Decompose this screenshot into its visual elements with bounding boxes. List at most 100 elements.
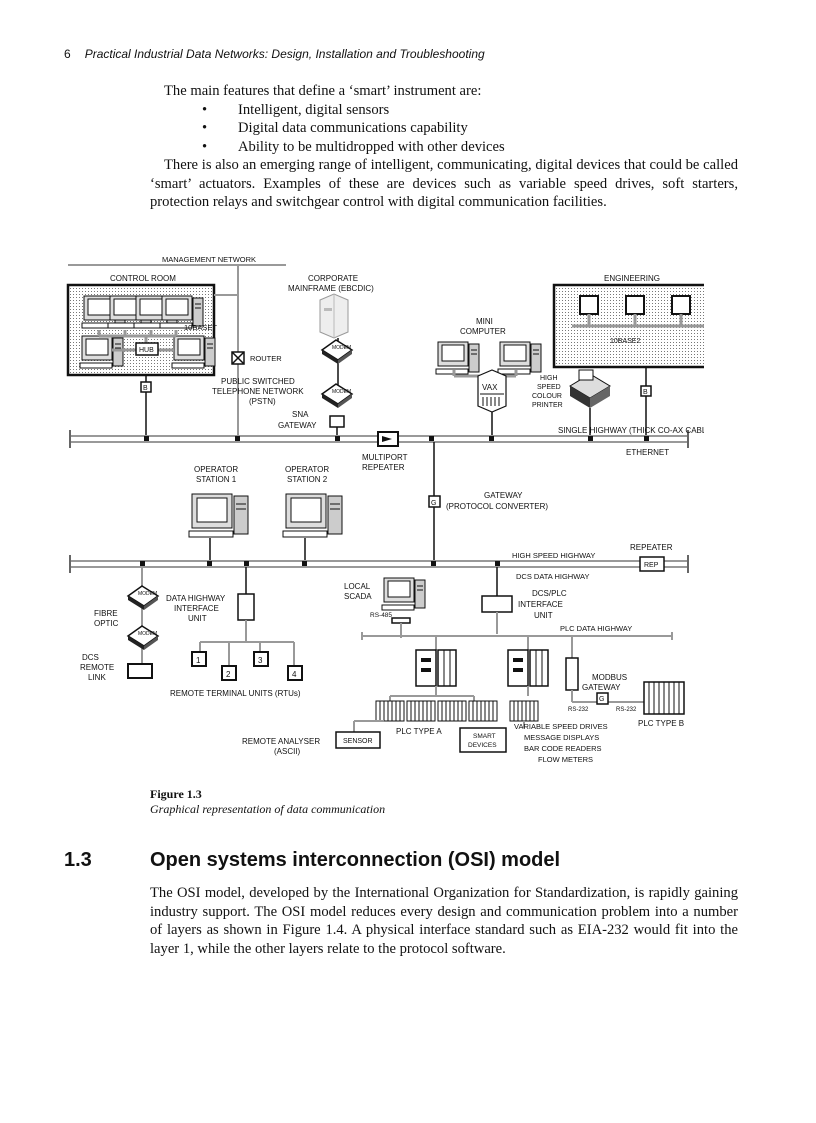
printer-label-1: HIGH <box>540 375 558 382</box>
modem-label: MODEM <box>332 389 351 395</box>
analyser-label-2: (ASCII) <box>274 747 301 756</box>
rs485-label: RS-485 <box>370 612 392 619</box>
rep-label: REP <box>644 562 659 569</box>
modbus-gateway-box <box>565 657 579 691</box>
gateway-label-2: (PROTOCOL CONVERTER) <box>446 502 548 511</box>
analyser-label-1: REMOTE ANALYSER <box>242 737 320 746</box>
msg-label: MESSAGE DISPLAYS <box>524 733 599 742</box>
corporate-label-1: CORPORATE <box>308 274 358 283</box>
pstn-label-1: PUBLIC SWITCHED <box>221 377 295 386</box>
pstn-label-3: (PSTN) <box>249 397 276 406</box>
local-scada-label-2: SCADA <box>344 592 372 601</box>
book-title: Practical Industrial Data Networks: Desi… <box>84 47 485 61</box>
fibre-label-1: FIBRE <box>94 609 118 618</box>
repeater-label: REPEATER <box>630 543 673 552</box>
operator1-label-2: STATION 1 <box>196 475 237 484</box>
dcsplc-label-3: UNIT <box>534 611 553 620</box>
router-label: ROUTER <box>250 354 282 363</box>
dhiu-label-2: INTERFACE <box>174 604 219 613</box>
feature-list: Intelligent, digital sensors Digital dat… <box>150 101 738 157</box>
rs232-a-label: RS-232 <box>568 707 589 713</box>
caption-number: Figure 1.3 <box>150 787 202 801</box>
plc-a-label: PLC TYPE A <box>396 727 442 736</box>
printer-label-3: COLOUR <box>532 393 562 400</box>
gateway-g-label: G <box>431 500 436 507</box>
single-highway-label: SINGLE HIGHWAY (THICK CO-AX CABLE) <box>558 426 704 435</box>
dcs-remote-label-3: LINK <box>88 673 106 682</box>
intro-lead: The main features that define a ‘smart’ … <box>164 83 482 99</box>
section-title: Open systems interconnection (OSI) model <box>150 849 561 871</box>
modbus-g-label: G <box>599 696 604 703</box>
rtu-4-label: 4 <box>292 670 297 679</box>
dcs-highway-label: DCS DATA HIGHWAY <box>516 572 589 581</box>
bridge-label: B <box>143 385 148 392</box>
list-item: Digital data communications capability <box>202 119 738 138</box>
rs232-b-label: RS-232 <box>616 707 637 713</box>
dcs-plc-interface-box <box>481 595 513 613</box>
sna-gateway-box <box>329 415 345 428</box>
management-network-label: MANAGEMENT NETWORK <box>162 255 256 264</box>
rtu-2-label: 2 <box>226 670 231 679</box>
engineering-label: ENGINEERING <box>604 274 660 283</box>
operator2-label-1: OPERATOR <box>285 465 329 474</box>
section-number: 1.3 <box>64 849 92 871</box>
dcsplc-label-2: INTERFACE <box>518 600 563 609</box>
gateway-label-1: GATEWAY <box>484 491 523 500</box>
dcs-remote-label-2: REMOTE <box>80 663 114 672</box>
list-item: Ability to be multidropped with other de… <box>202 138 738 157</box>
bridge-label: B <box>643 389 648 396</box>
smart-devices-box <box>459 727 507 753</box>
multiport-repeater-icon <box>377 431 399 447</box>
sensor-label: SENSOR <box>343 738 373 745</box>
dcs-remote-link-box <box>127 663 153 679</box>
mainframe-icon <box>319 293 349 339</box>
repeater-box <box>639 556 665 572</box>
dhiu-label-3: UNIT <box>188 614 207 623</box>
rtu-1-label: 1 <box>196 656 201 665</box>
sna-label-1: SNA <box>292 410 309 419</box>
ethernet-label: ETHERNET <box>626 448 669 457</box>
bcr-label: BAR CODE READERS <box>524 744 602 753</box>
high-speed-highway-label: HIGH SPEED HIGHWAY <box>512 551 595 560</box>
vsd-label: VARIABLE SPEED DRIVES <box>514 722 608 731</box>
rtus-label: REMOTE TERMINAL UNITS (RTUs) <box>170 689 301 698</box>
printer-label-2: SPEED <box>537 384 561 391</box>
intro-paragraph: There is also an emerging range of intel… <box>150 157 738 210</box>
plc-b-label: PLC TYPE B <box>638 719 684 728</box>
plc-data-highway-label: PLC DATA HIGHWAY <box>560 624 632 633</box>
vax-icon <box>477 369 507 413</box>
modem-label: MODEM <box>138 591 157 597</box>
local-scada-label-1: LOCAL <box>344 582 371 591</box>
page-number: 6 <box>64 47 71 61</box>
figure-caption: Figure 1.3 Graphical representation of d… <box>150 787 385 817</box>
mini-label-2: COMPUTER <box>460 327 506 336</box>
operator1-label-1: OPERATOR <box>194 465 238 474</box>
modem-label: MODEM <box>332 345 351 351</box>
hub-label: HUB <box>139 347 154 354</box>
smart-label-2: DEVICES <box>468 742 497 749</box>
fibre-label-2: OPTIC <box>94 619 119 628</box>
10baset-label: 10BASET <box>184 323 217 332</box>
corporate-label-2: MAINFRAME (EBCDIC) <box>288 284 374 293</box>
list-item: Intelligent, digital sensors <box>202 101 738 120</box>
sna-label-2: GATEWAY <box>278 421 317 430</box>
pstn-label-2: TELEPHONE NETWORK <box>212 387 304 396</box>
caption-text: Graphical representation of data communi… <box>150 802 386 816</box>
smart-label-1: SMART <box>473 733 496 740</box>
figure-network-diagram: MANAGEMENT NETWORK CONTROL ROOM 10BASET … <box>64 252 718 787</box>
modbus-label-2: GATEWAY <box>582 683 621 692</box>
rtu-3-label: 3 <box>258 656 263 665</box>
modbus-label-1: MODBUS <box>592 673 627 682</box>
section-paragraph: The OSI model, developed by the Internat… <box>150 885 738 957</box>
multiport-label-1: MULTIPORT <box>362 453 408 462</box>
running-header: 6 Practical Industrial Data Networks: Des… <box>64 47 485 61</box>
operator2-label-2: STATION 2 <box>287 475 328 484</box>
sensor-box <box>335 731 381 749</box>
multiport-label-2: REPEATER <box>362 463 405 472</box>
control-room-label: CONTROL ROOM <box>110 274 176 283</box>
intro-block: The main features that define a ‘smart’ … <box>150 82 738 212</box>
plc-type-b-rack <box>643 681 685 715</box>
10base2-label: 10BASE2 <box>610 338 640 345</box>
dcs-remote-label-1: DCS <box>82 653 99 662</box>
hub-box <box>135 342 159 356</box>
